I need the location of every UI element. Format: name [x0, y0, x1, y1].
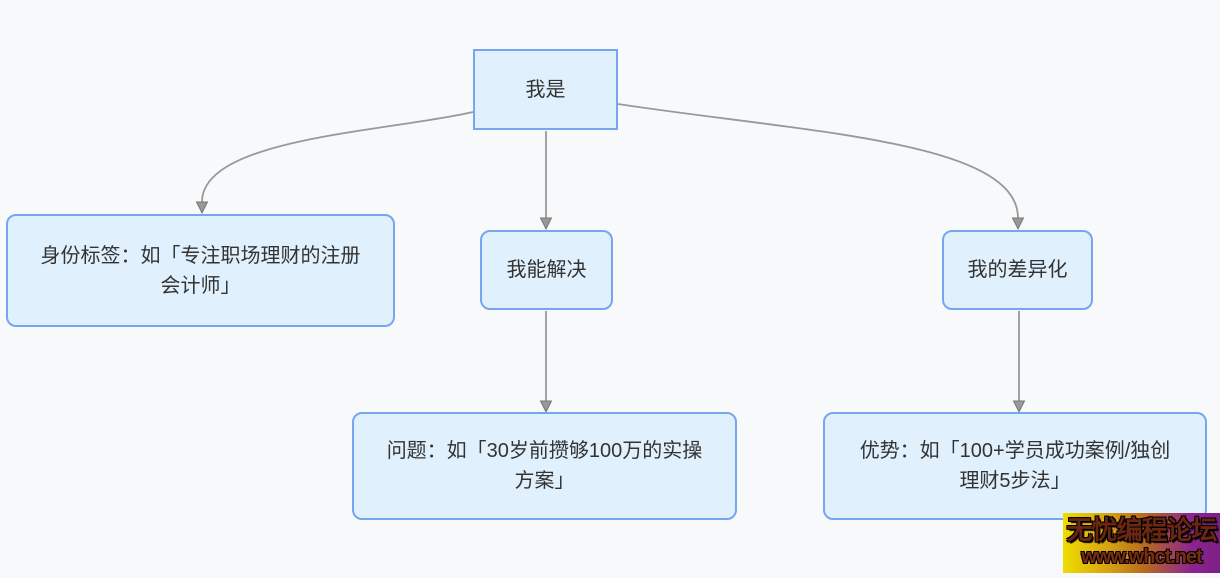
node-label: 优势：如「100+学员成功案例/独创理财5步法」 [859, 440, 1171, 492]
node-advantage[interactable]: 优势：如「100+学员成功案例/独创理财5步法」 [823, 412, 1207, 520]
watermark-url: www.whct.net [1081, 546, 1203, 568]
node-root[interactable]: 我是 [473, 49, 618, 130]
watermark-badge: 无忧编程论坛 www.whct.net [1063, 513, 1220, 573]
edge-root-identity [202, 111, 474, 202]
node-label: 身份标签：如「专注职场理财的注册会计师」 [40, 244, 361, 297]
node-i-can-solve[interactable]: 我能解决 [480, 230, 613, 310]
node-label: 我是 [525, 78, 566, 101]
watermark-forum-name: 无忧编程论坛 [1066, 515, 1217, 545]
node-label: 我能解决 [506, 259, 587, 281]
node-problem[interactable]: 问题：如「30岁前攒够100万的实操方案」 [352, 412, 737, 520]
node-identity-tag[interactable]: 身份标签：如「专注职场理财的注册会计师」 [6, 214, 395, 327]
node-label: 我的差异化 [967, 259, 1068, 281]
node-my-differentiation[interactable]: 我的差异化 [942, 230, 1093, 310]
node-label: 问题：如「30岁前攒够100万的实操方案」 [386, 440, 703, 492]
edge-root-differentiation [617, 103, 1018, 218]
